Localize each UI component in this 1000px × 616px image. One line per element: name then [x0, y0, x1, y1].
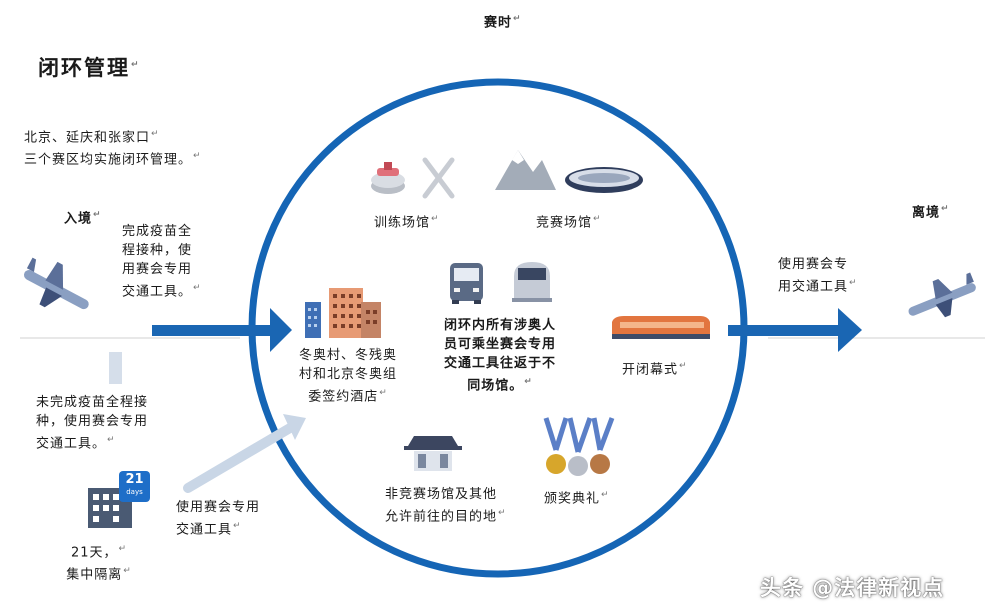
- airplane-arrival-icon: [23, 257, 89, 310]
- non-competition-line: 非竞赛场馆及其他: [385, 487, 498, 502]
- transport-line: 使用赛会专用: [176, 500, 261, 515]
- ceremony-label: 开闭幕式: [622, 357, 688, 379]
- exit-label: 离境: [912, 200, 950, 222]
- intro-line: 三个赛区均实施闭环管理。: [24, 147, 202, 169]
- non-competition-line: 允许前往的目的地: [385, 504, 507, 526]
- vaccinated-line: 用赛会专用: [122, 262, 193, 277]
- quarantine-arrow: [183, 414, 306, 493]
- medals-icon: [543, 417, 615, 476]
- exit-text: 使用赛会专 用交通工具: [778, 255, 858, 296]
- quarantine-badge: 21: [125, 472, 144, 487]
- quarantine-badge-sub: days: [126, 488, 143, 496]
- vaccinated-text: 完成疫苗全 程接种，使 用赛会专用 交通工具。: [122, 222, 202, 301]
- training-venues-label: 训练场馆: [374, 210, 440, 232]
- entry-arrow: [152, 308, 292, 352]
- speed-skating-oval-icon: [565, 167, 643, 193]
- pavilion-icon: [404, 436, 462, 471]
- hotel-buildings-icon: [305, 288, 381, 338]
- unvaccinated-line: 种，使用赛会专用: [36, 414, 149, 429]
- stadium-icon: [612, 316, 710, 339]
- crossed-skis-icon: [422, 157, 455, 199]
- center-line: 交通工具往返于不: [443, 356, 556, 371]
- during-games-label: 赛时: [484, 10, 522, 32]
- village-line: 村和北京冬奥组: [298, 367, 397, 382]
- unvaccinated-connector: [109, 352, 122, 384]
- non-competition-text: 非竞赛场馆及其他 允许前往的目的地: [385, 485, 507, 526]
- mountain-icon: [495, 150, 556, 190]
- exit-line: 使用赛会专: [778, 257, 849, 272]
- awards-label: 颁奖典礼: [544, 486, 610, 508]
- center-line: 同场馆。: [426, 373, 574, 395]
- quarantine-line: 21天，: [64, 540, 134, 562]
- quarantine-text: 21天， 集中隔离: [64, 540, 134, 585]
- center-line: 员可乘坐赛会专用: [443, 337, 556, 352]
- vaccinated-line: 完成疫苗全: [122, 224, 193, 239]
- watermark: 头条 @法律新视点: [760, 576, 945, 600]
- competition-venues-label: 竞赛场馆: [536, 210, 602, 232]
- center-line: 闭环内所有涉奥人: [443, 318, 556, 333]
- page-title: 闭环管理: [38, 52, 141, 82]
- center-text: 闭环内所有涉奥人 员可乘坐赛会专用 交通工具往返于不 同场馆。: [426, 316, 574, 395]
- exit-arrow: [728, 308, 862, 352]
- unvaccinated-line: 交通工具。: [36, 431, 148, 453]
- village-line: 委签约酒店: [292, 384, 404, 406]
- intro-line: 北京、延庆和张家口: [24, 125, 202, 147]
- vaccinated-line: 交通工具。: [122, 279, 202, 301]
- unvaccinated-text: 未完成疫苗全程接 种，使用赛会专用 交通工具。: [36, 393, 148, 453]
- entry-label: 入境: [64, 206, 102, 228]
- intro-text: 北京、延庆和张家口 三个赛区均实施闭环管理。: [24, 125, 202, 170]
- quarantine-line: 集中隔离: [64, 562, 134, 584]
- train-icon: [512, 262, 552, 302]
- village-line: 冬奥村、冬残奥: [298, 348, 397, 363]
- transport-after-quarantine: 使用赛会专用 交通工具: [176, 498, 260, 539]
- village-text: 冬奥村、冬残奥 村和北京冬奥组 委签约酒店: [292, 346, 404, 406]
- curling-stone-icon: [371, 162, 405, 194]
- vaccinated-line: 程接种，使: [122, 243, 193, 258]
- transport-line: 交通工具: [176, 517, 260, 539]
- exit-line: 用交通工具: [778, 274, 858, 296]
- bus-icon: [450, 263, 483, 304]
- unvaccinated-line: 未完成疫苗全程接: [36, 395, 149, 410]
- airplane-departure-icon: [908, 272, 976, 318]
- quarantine-building-icon: [88, 471, 150, 528]
